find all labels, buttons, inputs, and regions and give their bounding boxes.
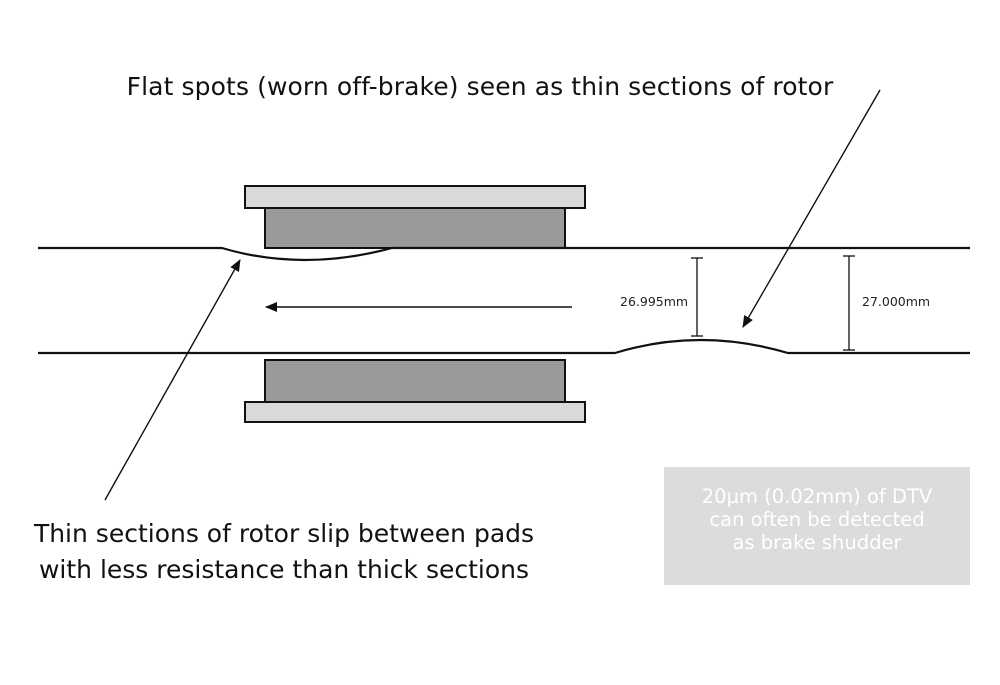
lower-backing-plate bbox=[244, 401, 586, 423]
dtv-note-line2: can often be detected bbox=[709, 508, 925, 531]
upper-backing-plate bbox=[244, 185, 586, 209]
dtv-note-line3: as brake shudder bbox=[732, 531, 902, 554]
top-callout-arrow bbox=[742, 89, 881, 328]
thick-dimension-bar bbox=[843, 255, 855, 351]
thin-sections-caption: Thin sections of rotor slip between pads… bbox=[14, 516, 554, 588]
lower-pad-material bbox=[264, 359, 566, 403]
thin-sections-caption-line1: Thin sections of rotor slip between pads bbox=[33, 519, 535, 548]
upper-pad-material bbox=[264, 207, 566, 249]
flat-spots-caption: Flat spots (worn off-brake) seen as thin… bbox=[126, 72, 834, 101]
rotor-bottom-surface bbox=[38, 338, 970, 355]
thin-thickness-label: 26.995mm bbox=[620, 294, 689, 309]
rotor-top-surface bbox=[38, 246, 970, 262]
bottom-callout-arrow bbox=[104, 259, 241, 501]
dtv-note-line1: 20µm (0.02mm) of DTV bbox=[701, 485, 933, 508]
dtv-note-box: 20µm (0.02mm) of DTV can often be detect… bbox=[664, 467, 970, 585]
thin-dimension-bar bbox=[691, 257, 703, 337]
thick-thickness-label: 27.000mm bbox=[862, 294, 931, 309]
dtv-note-text: 20µm (0.02mm) of DTV can often be detect… bbox=[664, 485, 970, 554]
thin-sections-caption-line2: with less resistance than thick sections bbox=[38, 555, 530, 584]
